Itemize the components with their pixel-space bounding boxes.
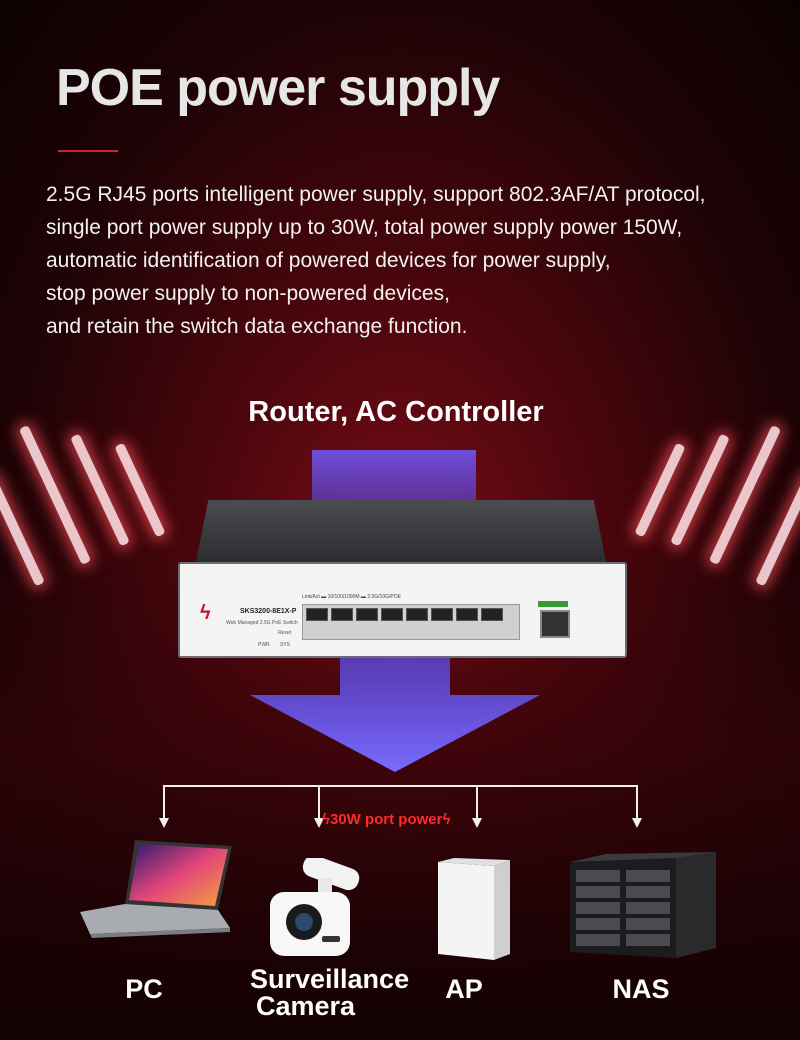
reset-label: Reset (278, 630, 292, 636)
rj45-port (456, 608, 478, 621)
device-label-line: PC (125, 974, 163, 1004)
rj45-port-group (302, 604, 520, 640)
device-label-line: Camera (256, 991, 356, 1021)
lightning-icon: ϟ (442, 811, 451, 828)
device-label-line: NAS (612, 974, 670, 1004)
source-label: Router, AC Controller (0, 396, 800, 429)
sfp-port (540, 610, 570, 638)
device-label-pc: PC (104, 976, 184, 1003)
description-line: 2.5G RJ45 ports intelligent power supply… (46, 183, 706, 206)
access-point-icon (438, 858, 510, 960)
title-underline (58, 150, 118, 152)
rj45-port (381, 608, 403, 621)
brand-logo-icon: ϟ (200, 602, 211, 624)
rj45-port (431, 608, 453, 621)
description-line: and retain the switch data exchange func… (46, 315, 468, 338)
downlink-arrow-bottom (250, 650, 540, 772)
rj45-port (356, 608, 378, 621)
device-label-line: Surveillance (250, 964, 410, 994)
description-line: stop power supply to non-powered devices… (46, 282, 450, 305)
rj45-port (306, 608, 328, 621)
source-label-text: Router, AC Controller (248, 396, 544, 428)
switch-top-cover (196, 500, 606, 562)
lightning-icon: ϟ (322, 811, 330, 828)
nas-icon (570, 852, 716, 958)
page-title: POE power supply (56, 59, 500, 117)
description: 2.5G RJ45 ports intelligent power supply… (46, 178, 796, 343)
sfp-label-badge (538, 601, 568, 607)
rj45-port (406, 608, 428, 621)
switch-front-panel: ϟ SKS3200-8E1X-P Web Managed 2.5G PoE Sw… (178, 562, 627, 658)
description-line: automatic identification of powered devi… (46, 249, 611, 272)
camera-icon (270, 858, 360, 956)
rj45-port (331, 608, 353, 621)
switch-subtitle: Web Managed 2.5G PoE Switch (226, 620, 298, 626)
led-label: SYS (280, 642, 291, 648)
device-label-camera: Surveillance Camera (250, 964, 410, 1021)
poe-switch: ϟ SKS3200-8E1X-P Web Managed 2.5G PoE Sw… (178, 500, 627, 658)
power-label: ϟ30W port powerϟ (322, 811, 450, 828)
device-label-line: AP (445, 974, 483, 1004)
rj45-port (481, 608, 503, 621)
power-label-text: 30W port power (329, 811, 443, 828)
laptop-icon (80, 840, 232, 938)
description-line: single port power supply up to 30W, tota… (46, 216, 683, 239)
switch-legend: Link/Act ▬ 10/100/1000M ▬ 2.5G/10G/POE (302, 594, 401, 600)
device-label-nas: NAS (596, 976, 686, 1003)
led-label: PWR (258, 642, 270, 648)
device-label-ap: AP (424, 976, 504, 1003)
switch-model: SKS3200-8E1X-P (240, 608, 297, 615)
